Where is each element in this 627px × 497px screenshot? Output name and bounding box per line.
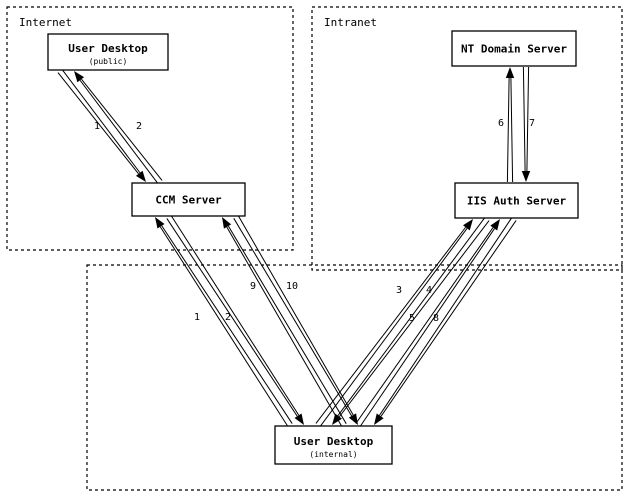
edge-label-e2b: 2 xyxy=(225,312,231,323)
edge-e4 xyxy=(332,217,490,425)
edge-rail xyxy=(159,226,289,427)
zone-intranet: Intranet xyxy=(311,6,623,271)
edge-label-e8: 8 xyxy=(433,313,439,324)
edge-label-e1b: 1 xyxy=(194,312,200,323)
edge-rail xyxy=(81,78,163,181)
edge-rail xyxy=(315,226,467,424)
edge-e6 xyxy=(505,67,515,183)
edge-label-e3: 3 xyxy=(396,285,402,296)
arrow-head-icon xyxy=(155,217,165,229)
edge-labels-layer: 1 2 6 7 1 2 9 10 3 4 5 8 xyxy=(94,118,535,324)
edge-rail xyxy=(337,217,486,416)
node-subtitle-user-desktop-internal: (internal) xyxy=(309,450,357,459)
edge-rail xyxy=(359,228,495,427)
node-title-user-desktop-internal: User Desktop xyxy=(294,435,374,448)
node-box-iis-auth-server[interactable] xyxy=(454,182,579,219)
zone-label-internet: Internet xyxy=(19,16,72,29)
node-title-ccm-server: CCM Server xyxy=(155,194,222,207)
edge-e1 xyxy=(57,69,146,182)
edge-rail xyxy=(226,226,343,427)
arrow-head-icon xyxy=(521,171,531,182)
edge-rail xyxy=(61,69,141,174)
edge-label-e10: 10 xyxy=(286,281,298,292)
arrow-head-icon xyxy=(463,219,473,231)
edge-rail xyxy=(237,215,354,416)
zone-boundary-internet xyxy=(6,6,294,251)
edge-e9 xyxy=(222,217,347,427)
edge-label-e4: 4 xyxy=(426,285,432,296)
node-nt-domain-server[interactable]: NT Domain Server xyxy=(451,30,577,67)
node-user-desktop-public[interactable]: User Desktop (public) xyxy=(47,33,169,71)
edge-rail xyxy=(355,227,494,424)
node-box-user-desktop-public[interactable] xyxy=(47,33,169,71)
node-iis-auth-server[interactable]: IIS Auth Server xyxy=(454,182,579,219)
edge-label-e5: 5 xyxy=(409,313,415,324)
edge-rail xyxy=(338,220,490,418)
edge-e1b xyxy=(155,217,293,427)
zone-boundary-internal xyxy=(86,264,623,491)
edge-rail xyxy=(379,217,513,416)
edge-rail xyxy=(57,72,139,175)
node-user-desktop-internal[interactable]: User Desktop (internal) xyxy=(274,425,393,465)
edge-e3 xyxy=(315,219,473,427)
zone-internet: Internet xyxy=(6,6,294,251)
zone-boundary-intranet xyxy=(311,6,623,271)
edge-e10 xyxy=(233,215,358,425)
nodes-layer: User Desktop (public) NT Domain ServerCCM … xyxy=(47,30,579,465)
node-title-nt-domain-server: NT Domain Server xyxy=(461,43,567,56)
edge-e5 xyxy=(355,219,500,427)
arrow-head-icon xyxy=(490,219,500,231)
arrow-head-icon xyxy=(74,71,85,83)
edge-rail xyxy=(526,66,530,172)
node-title-iis-auth-server: IIS Auth Server xyxy=(467,195,567,208)
edge-label-e7: 7 xyxy=(529,118,535,129)
zones-layer: Internet Intranet xyxy=(6,6,623,491)
node-box-nt-domain-server[interactable] xyxy=(451,30,577,67)
edge-rail xyxy=(380,220,517,417)
node-box-ccm-server[interactable] xyxy=(131,182,246,217)
arrow-head-icon xyxy=(222,217,232,229)
edge-label-e9: 9 xyxy=(250,281,256,292)
edge-e2b xyxy=(166,215,304,425)
node-title-user-desktop-public: User Desktop xyxy=(68,42,148,55)
edge-rail xyxy=(522,66,526,172)
edge-rail xyxy=(161,225,293,424)
edges-layer xyxy=(57,66,531,427)
arrow-head-icon xyxy=(505,67,515,78)
edge-rail xyxy=(506,77,510,183)
edge-rail xyxy=(170,215,300,416)
node-ccm-server[interactable]: CCM Server xyxy=(131,182,246,217)
edge-rail xyxy=(227,225,347,424)
edge-rail xyxy=(319,228,468,427)
edge-rail xyxy=(510,77,514,183)
edge-e2 xyxy=(74,71,163,184)
edge-label-e6: 6 xyxy=(498,118,504,129)
arrow-head-icon xyxy=(294,413,304,425)
edge-e7 xyxy=(521,66,531,182)
node-subtitle-user-desktop-public: (public) xyxy=(89,57,128,66)
edge-rail xyxy=(233,218,353,417)
edge-rail xyxy=(166,218,298,417)
arrow-head-icon xyxy=(332,413,342,425)
zone-label-intranet: Intranet xyxy=(324,16,377,29)
edge-label-e1: 1 xyxy=(94,121,100,132)
arrow-head-icon xyxy=(374,413,384,425)
zone-internal xyxy=(86,264,623,491)
edge-rail xyxy=(79,79,159,184)
edge-e8 xyxy=(374,217,517,425)
arrow-head-icon xyxy=(135,170,146,182)
edge-label-e2: 2 xyxy=(136,121,142,132)
arrow-head-icon xyxy=(348,413,358,425)
node-box-user-desktop-internal[interactable] xyxy=(274,425,393,465)
